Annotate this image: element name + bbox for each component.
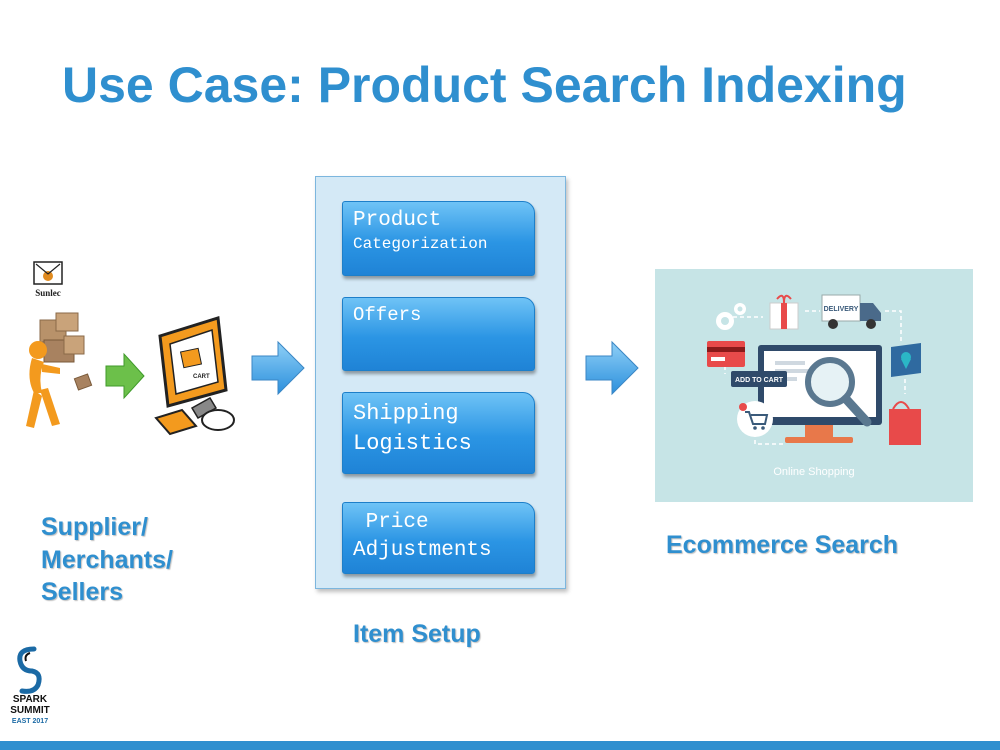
- item-setup-label: Item Setup: [353, 620, 481, 648]
- step-3-line-1: Shipping: [353, 401, 459, 426]
- bottom-accent-bar: [0, 741, 1000, 750]
- supplier-label-line-2: Merchants/: [41, 545, 173, 574]
- delivery-truck-icon: DELIVERY: [821, 294, 881, 329]
- step-4-line-2: Adjustments: [353, 539, 492, 563]
- step-offers[interactable]: Offers: [342, 297, 535, 371]
- ecommerce-search-label: Ecommerce Search: [666, 531, 899, 559]
- computer-cart-icon: CART: [154, 316, 235, 436]
- spark-logo-icon: [17, 646, 42, 694]
- summit-text: SUMMIT: [10, 705, 50, 716]
- step-price-adjustments[interactable]: Price Adjustments: [342, 502, 535, 574]
- gear-icon: [716, 303, 746, 330]
- step-2-line-1: Offers: [353, 304, 422, 326]
- step-1-line-2: Categorization: [353, 235, 488, 254]
- step-3-line-2: Logistics: [353, 430, 472, 456]
- step-shipping-logistics[interactable]: Shipping Logistics: [342, 392, 535, 474]
- step-4-line-1: Price: [353, 511, 429, 534]
- credit-card-icon: [707, 341, 745, 367]
- add-to-cart-badge: ADD TO CART: [731, 371, 787, 387]
- spark-text: SPARK: [12, 694, 48, 705]
- spark-summit-logo: SPARK SUMMIT EAST 2017: [8, 645, 52, 730]
- search-magnifier-icon: [805, 357, 872, 427]
- online-shopping-graphic: DELIVERY ADD TO CART: [707, 294, 921, 478]
- online-shopping-text: Online Shopping: [773, 466, 854, 478]
- person-with-boxes-icon: [26, 312, 93, 428]
- supplier-label-line-3: Sellers: [41, 578, 124, 606]
- sunlec-logo: Sunlec: [33, 261, 63, 298]
- cart-text: CART: [193, 374, 210, 380]
- add-to-cart-text: ADD TO CART: [735, 377, 784, 384]
- supplier-label-line-1: Supplier/: [41, 513, 148, 541]
- shopping-cart-icon: [737, 401, 773, 437]
- delivery-text: DELIVERY: [824, 306, 859, 313]
- supplier-label: Supplier/ Merchants/ Sellers: [41, 511, 173, 609]
- flow-arrow-1-icon: [251, 340, 305, 396]
- step-1-line-1: Product: [353, 209, 442, 232]
- supplier-illustration: Sunlec CART: [26, 261, 235, 436]
- flow-arrow-2-icon: [585, 340, 639, 396]
- green-arrow-icon: [105, 352, 145, 400]
- step-product-categorization[interactable]: Product Categorization: [342, 201, 535, 276]
- event-text: EAST 2017: [11, 718, 49, 725]
- gift-box-icon: [769, 294, 799, 330]
- slide-title: Use Case: Product Search Indexing: [62, 57, 907, 113]
- ecommerce-illustration: DELIVERY ADD TO CART: [655, 269, 973, 502]
- sunlec-logo-text: Sunlec: [35, 288, 61, 298]
- map-pin-icon: [891, 343, 921, 377]
- shopping-bag-icon: [889, 401, 921, 445]
